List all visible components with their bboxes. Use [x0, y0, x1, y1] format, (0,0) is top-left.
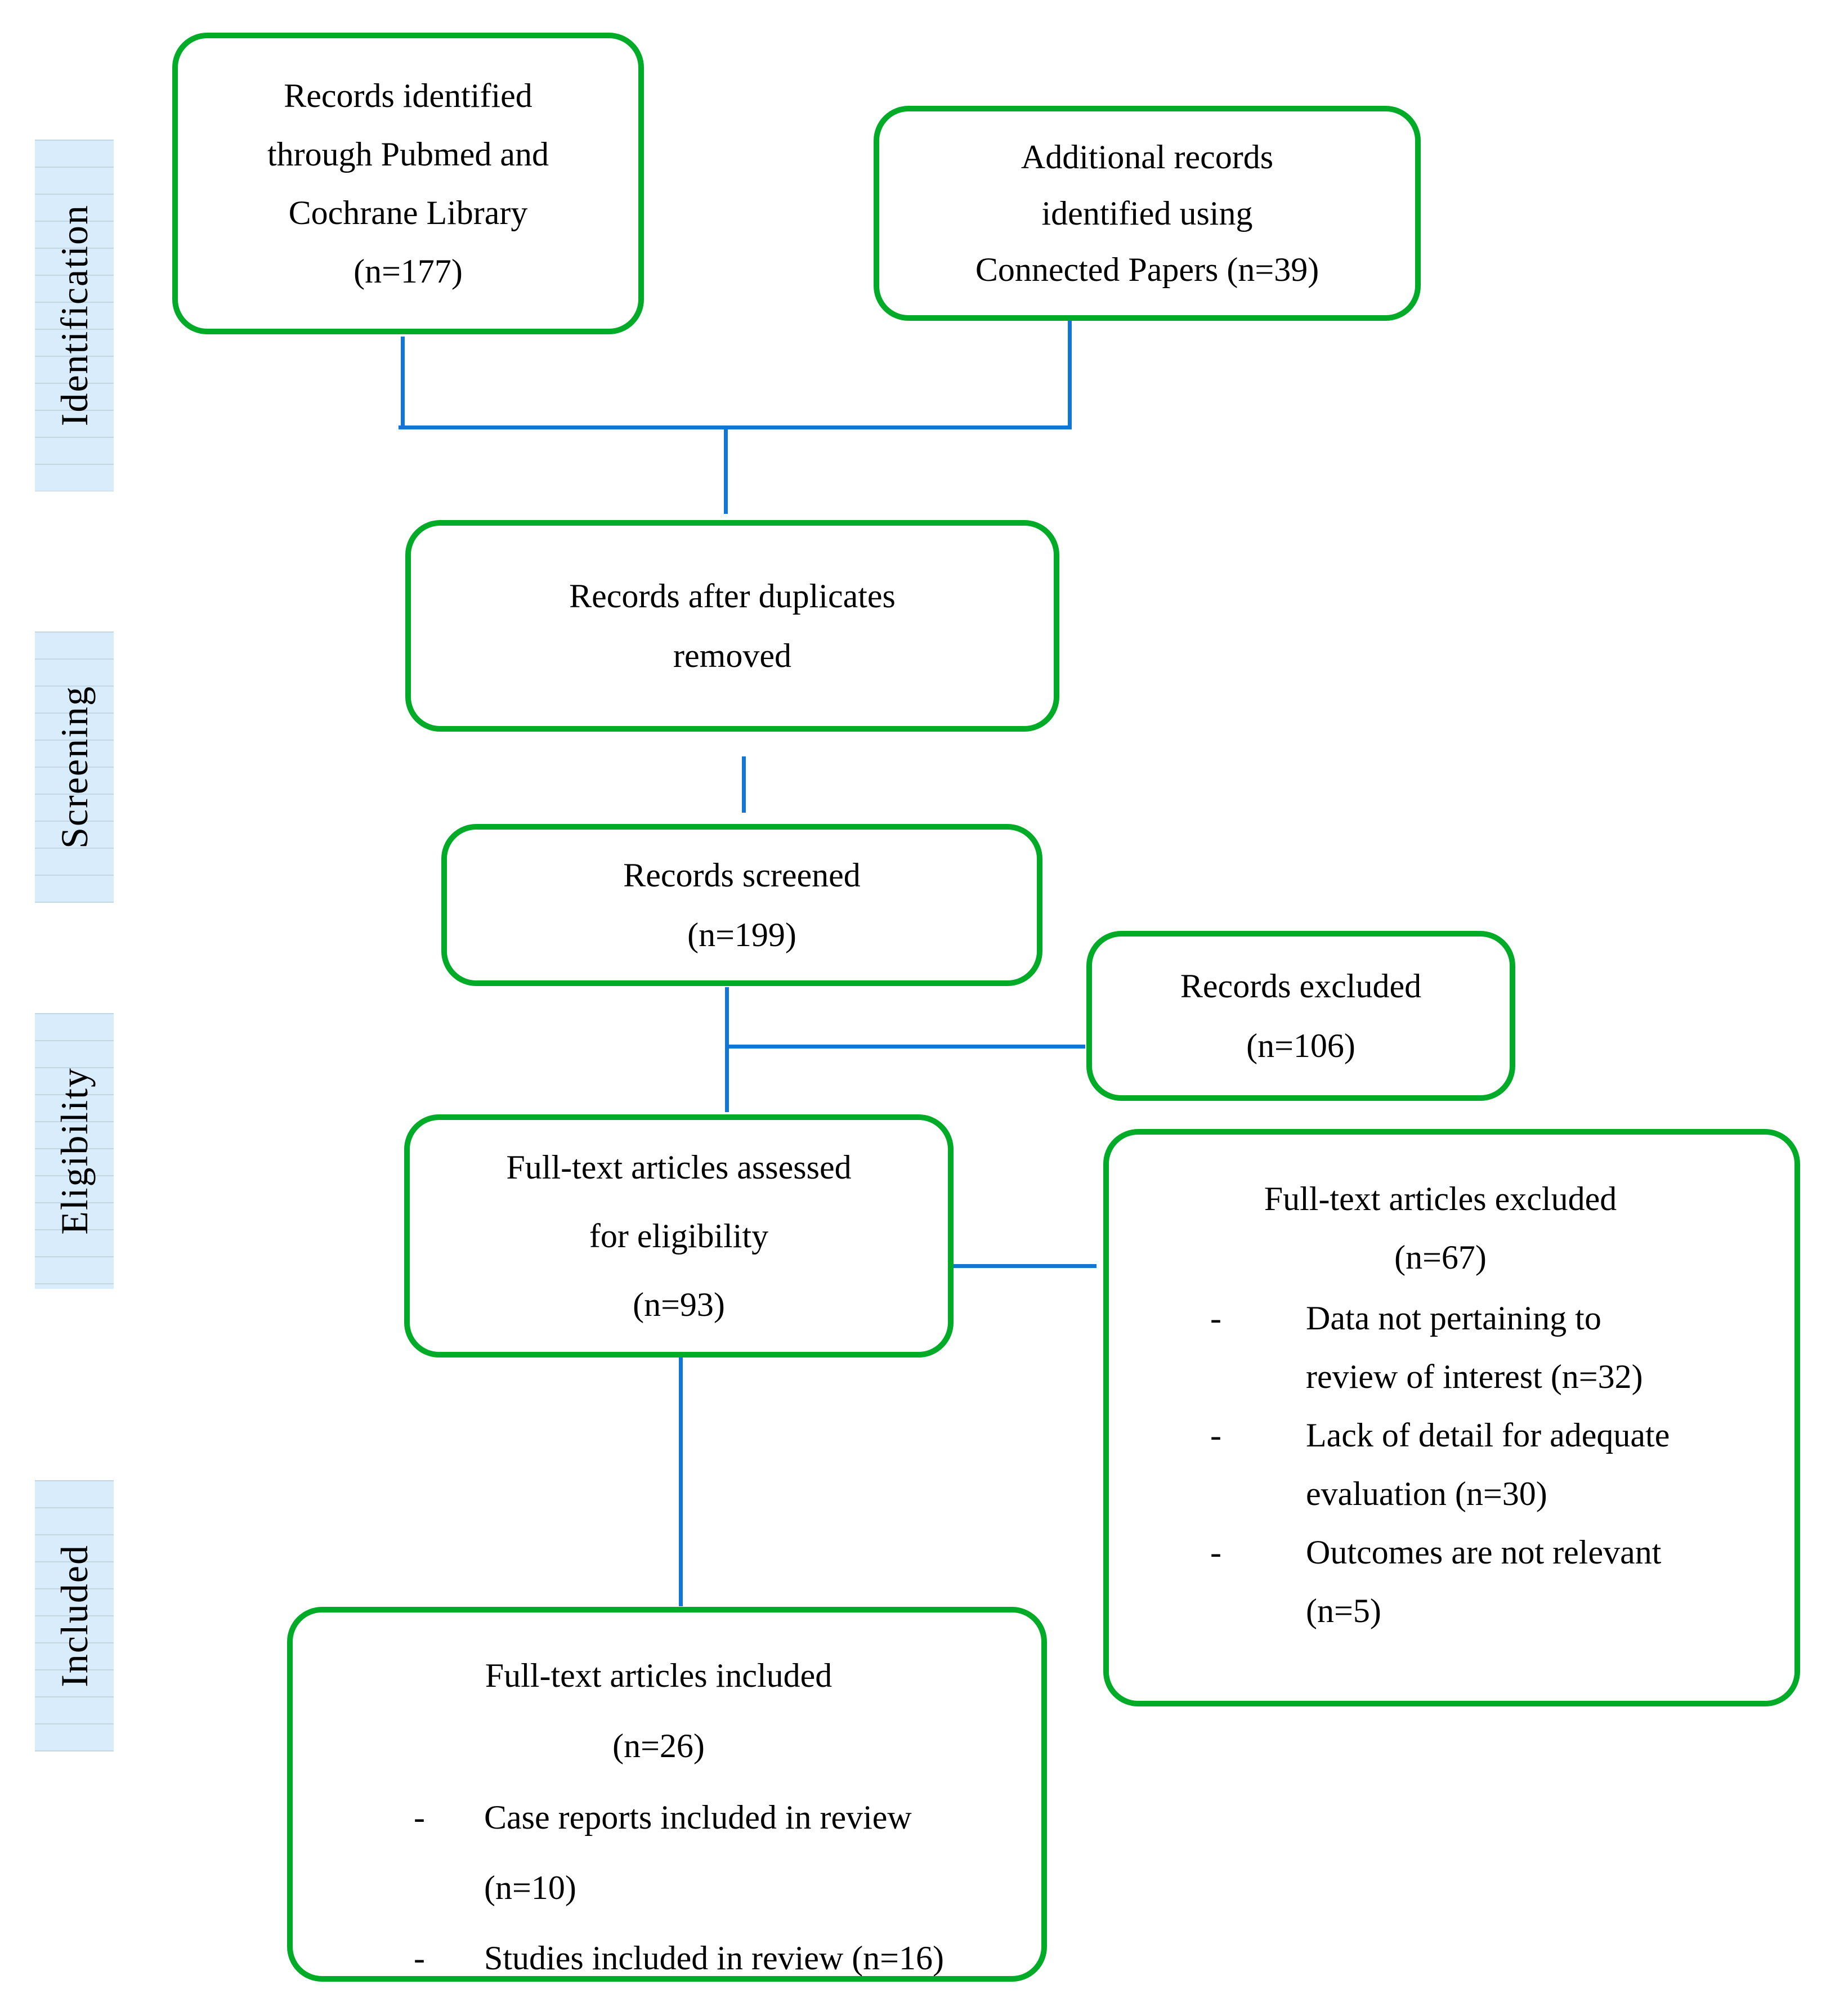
exclusion-reason-line: Lack of detail for adequate — [1306, 1417, 1670, 1454]
connector-additional-down — [1068, 321, 1072, 429]
box-fulltext-included-bullets: - Case reports included in review (n=10)… — [293, 1782, 1024, 1993]
box-records-identified-line: Cochrane Library — [288, 194, 528, 231]
box-fulltext-included-title-line: Full-text articles included — [485, 1657, 833, 1694]
phase-label-identification-text: Identification — [52, 204, 96, 427]
inclusion-detail-line: Case reports included in review — [484, 1799, 912, 1836]
box-duplicates-removed: Records after duplicates removed — [405, 520, 1059, 732]
bullet-dash: - — [1210, 1417, 1221, 1454]
connector-to-records-excluded — [725, 1045, 1085, 1049]
connector-to-fulltext-excluded — [943, 1264, 1097, 1268]
inclusion-detail-item: - Case reports included in review (n=10) — [414, 1782, 1024, 1923]
exclusion-reason-line: evaluation (n=30) — [1306, 1475, 1547, 1512]
box-fulltext-excluded-title: Full-text articles excluded (n=67) — [1109, 1170, 1772, 1287]
box-fulltext-assessed: Full-text articles assessed for eligibil… — [404, 1114, 954, 1358]
exclusion-reason-line: Data not pertaining to — [1306, 1300, 1601, 1337]
box-records-identified: Records identified through Pubmed and Co… — [172, 33, 644, 334]
phase-label-included-text: Included — [52, 1544, 96, 1687]
bullet-dash: - — [414, 1939, 425, 1977]
phase-label-screening-text: Screening — [52, 686, 96, 849]
box-records-identified-line: Records identified — [284, 77, 532, 114]
connector-duplicates-to-screened — [742, 756, 746, 813]
bullet-dash: - — [414, 1799, 425, 1836]
box-fulltext-included-title: Full-text articles included (n=26) — [293, 1641, 1024, 1781]
box-records-excluded-count: (n=106) — [1246, 1027, 1355, 1064]
box-additional-records-count: Connected Papers (n=39) — [975, 251, 1319, 288]
box-fulltext-excluded: Full-text articles excluded (n=67) - Dat… — [1103, 1129, 1800, 1706]
exclusion-reason-item: - Lack of detail for adequate evaluation… — [1193, 1406, 1772, 1523]
box-duplicates-removed-line: Records after duplicates — [569, 577, 896, 615]
box-fulltext-excluded-bullets: - Data not pertaining to review of inter… — [1109, 1289, 1772, 1640]
phase-label-eligibility-text: Eligibility — [52, 1067, 96, 1235]
box-additional-records-line: Additional records — [1021, 138, 1274, 176]
connector-merge-horizontal — [399, 425, 1072, 429]
exclusion-reason-line: Outcomes are not relevant — [1306, 1534, 1662, 1571]
box-fulltext-included: Full-text articles included (n=26) - Cas… — [287, 1607, 1047, 1982]
bullet-dash: - — [1210, 1300, 1221, 1337]
exclusion-reason-line: (n=5) — [1306, 1592, 1381, 1629]
connector-screened-to-assessed — [725, 987, 729, 1112]
box-records-screened: Records screened (n=199) — [441, 824, 1042, 986]
connector-identified-down — [401, 337, 405, 428]
box-records-identified-count: (n=177) — [353, 253, 463, 290]
box-records-excluded: Records excluded (n=106) — [1086, 931, 1515, 1101]
exclusion-reason-line: review of interest (n=32) — [1306, 1358, 1643, 1395]
box-fulltext-excluded-title-line: Full-text articles excluded — [1264, 1180, 1617, 1217]
box-records-screened-count: (n=199) — [687, 916, 796, 953]
phase-label-included: Included — [35, 1480, 114, 1751]
box-fulltext-included-count: (n=26) — [612, 1727, 705, 1764]
phase-label-screening: Screening — [35, 631, 114, 903]
box-fulltext-excluded-count: (n=67) — [1394, 1239, 1487, 1276]
box-duplicates-removed-line: removed — [673, 637, 791, 674]
box-additional-records-line: identified using — [1041, 195, 1253, 232]
exclusion-reason-item: - Outcomes are not relevant (n=5) — [1193, 1523, 1772, 1640]
box-records-excluded-line: Records excluded — [1180, 967, 1422, 1005]
inclusion-detail-item: - Studies included in review (n=16) — [414, 1923, 1024, 1993]
box-records-screened-line: Records screened — [623, 857, 861, 894]
phase-label-eligibility: Eligibility — [35, 1013, 114, 1289]
phase-label-identification: Identification — [35, 140, 114, 491]
inclusion-detail-line: Studies included in review (n=16) — [484, 1939, 945, 1977]
box-fulltext-assessed-line: Full-text articles assessed — [506, 1149, 852, 1186]
bullet-dash: - — [1210, 1534, 1221, 1571]
exclusion-reason-item: - Data not pertaining to review of inter… — [1193, 1289, 1772, 1406]
box-additional-records: Additional records identified using Conn… — [874, 106, 1421, 321]
box-fulltext-assessed-count: (n=93) — [633, 1286, 725, 1323]
inclusion-detail-line: (n=10) — [484, 1869, 576, 1906]
box-fulltext-assessed-line: for eligibility — [589, 1217, 769, 1255]
box-records-identified-line: through Pubmed and — [267, 136, 549, 173]
connector-merge-to-duplicates — [724, 429, 728, 514]
connector-assessed-to-included — [679, 1358, 683, 1606]
